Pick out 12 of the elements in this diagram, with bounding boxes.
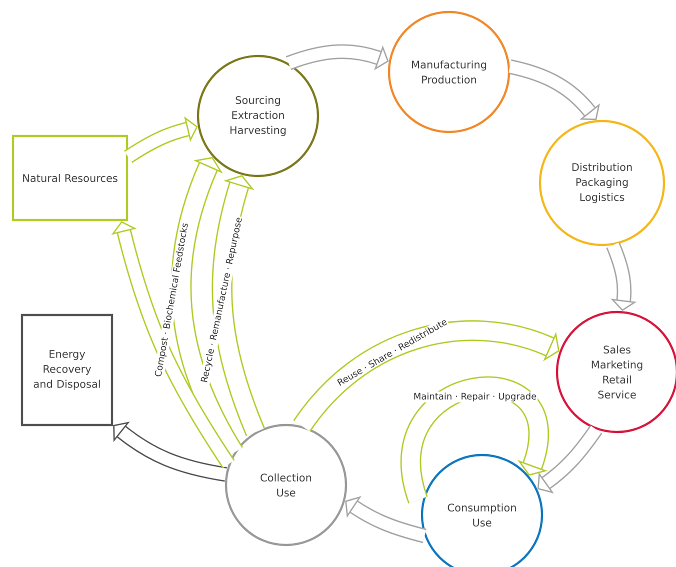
block-arrow xyxy=(537,425,602,494)
block-arrow xyxy=(111,221,235,468)
block-arrow xyxy=(508,59,600,120)
resource-box: Natural Resources xyxy=(12,134,128,222)
block-arrow xyxy=(400,376,549,502)
block-arrow xyxy=(212,175,266,436)
block-arrow xyxy=(113,422,228,482)
edge-label: Maintain · Repair · Upgrade xyxy=(412,392,538,402)
block-arrow xyxy=(124,116,198,164)
block-arrow xyxy=(294,320,560,432)
block-arrow xyxy=(286,44,389,70)
resource-box: Energy Recovery and Disposal xyxy=(20,314,114,426)
